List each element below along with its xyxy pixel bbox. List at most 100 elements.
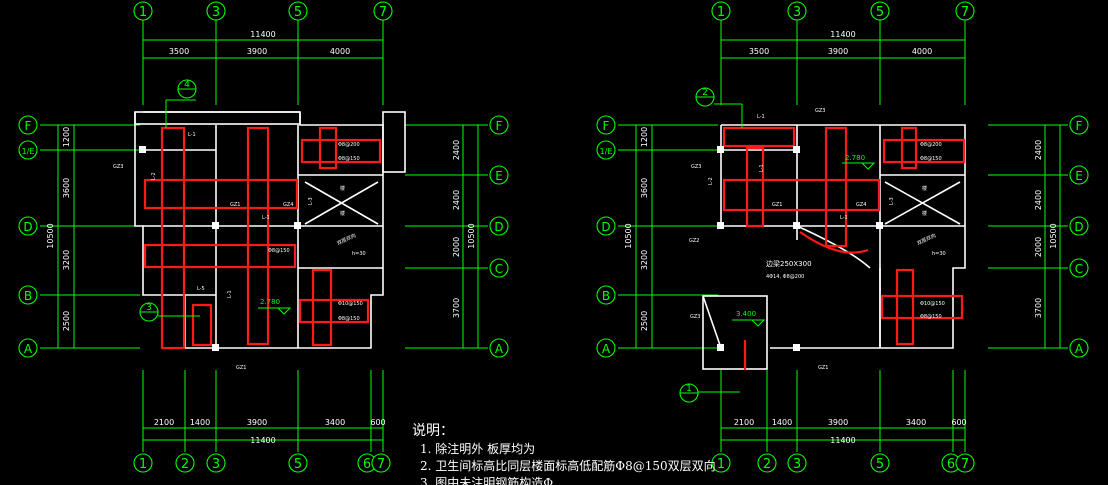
svg-text:1: 1 <box>717 5 725 20</box>
svg-text:1/E: 1/E <box>22 147 35 156</box>
svg-text:3900: 3900 <box>828 418 848 427</box>
svg-text:GZ1: GZ1 <box>230 202 240 208</box>
axis-bubbles-bottom-right: 1 2 3 5 6 7 <box>711 453 975 473</box>
axis-bubbles-left-right: F 1/E D B A <box>596 115 616 358</box>
section-mark-3: 3 <box>139 302 200 322</box>
svg-text:10500: 10500 <box>46 223 55 248</box>
svg-text:双层双向: 双层双向 <box>336 232 357 247</box>
columns-left <box>139 146 301 351</box>
svg-text:楼: 楼 <box>340 185 345 192</box>
svg-text:2.780: 2.780 <box>845 154 865 162</box>
svg-text:GZ3: GZ3 <box>113 164 123 170</box>
svg-text:3900: 3900 <box>247 418 267 427</box>
design-notes: 说明： 1. 除注明外 板厚均为 2. 卫生间标高比同层楼面标高低配筋Φ8@15… <box>412 423 716 485</box>
svg-text:3200: 3200 <box>62 250 71 270</box>
svg-text:2: 2 <box>702 88 708 98</box>
svg-text:6: 6 <box>947 457 955 472</box>
svg-text:5: 5 <box>876 5 884 20</box>
svg-text:C: C <box>1075 262 1083 276</box>
svg-text:E: E <box>1075 169 1083 183</box>
svg-text:Φ8@150: Φ8@150 <box>268 248 290 254</box>
svg-text:3: 3 <box>212 457 220 472</box>
axis-bubbles-top-left: 1 3 5 7 <box>133 1 393 21</box>
axis-bubbles-left-left: F 1/E D B A <box>18 115 38 358</box>
svg-text:楼: 楼 <box>340 210 345 217</box>
svg-text:L-1: L-1 <box>227 290 233 298</box>
notes-item-2: 2. 卫生间标高比同层楼面标高低配筋Φ8@150双层双向 <box>420 458 716 473</box>
svg-text:L-5: L-5 <box>197 286 205 292</box>
svg-text:3: 3 <box>793 457 801 472</box>
svg-text:L-2: L-2 <box>151 172 157 180</box>
svg-text:600: 600 <box>951 418 966 427</box>
svg-text:3400: 3400 <box>906 418 926 427</box>
edge-beam-label: 边梁250X300 <box>766 259 812 268</box>
svg-text:L-1: L-1 <box>840 215 848 221</box>
svg-text:A: A <box>495 342 504 356</box>
svg-text:7: 7 <box>961 5 969 20</box>
svg-text:1400: 1400 <box>190 418 210 427</box>
svg-text:L-1: L-1 <box>262 215 270 221</box>
svg-text:楼: 楼 <box>922 210 927 217</box>
svg-text:A: A <box>602 342 611 356</box>
svg-text:L-1: L-1 <box>188 132 196 138</box>
svg-text:GZ1: GZ1 <box>772 202 782 208</box>
svg-text:B: B <box>602 289 610 303</box>
svg-text:3700: 3700 <box>452 298 461 318</box>
grid-lines-left <box>40 20 488 452</box>
svg-text:1400: 1400 <box>772 418 792 427</box>
walls-left <box>134 111 406 349</box>
svg-text:Φ10@150: Φ10@150 <box>920 301 945 307</box>
svg-text:1: 1 <box>139 457 147 472</box>
svg-text:3500: 3500 <box>169 47 189 56</box>
svg-text:5: 5 <box>294 5 302 20</box>
dimensions-right: 11400 3500 3900 4000 2100 1400 3900 3400… <box>624 30 1058 445</box>
svg-text:GZ2: GZ2 <box>689 238 699 244</box>
svg-text:2.780: 2.780 <box>260 298 280 306</box>
svg-text:楼: 楼 <box>922 185 927 192</box>
svg-text:D: D <box>23 220 32 234</box>
svg-text:GZ3: GZ3 <box>691 164 701 170</box>
svg-text:7: 7 <box>379 5 387 20</box>
svg-text:4: 4 <box>184 80 190 90</box>
svg-text:1: 1 <box>139 5 147 20</box>
svg-text:11400: 11400 <box>250 436 275 445</box>
svg-text:3700: 3700 <box>1034 298 1043 318</box>
svg-text:10500: 10500 <box>467 223 476 248</box>
svg-text:GZ3: GZ3 <box>690 314 700 320</box>
svg-text:2400: 2400 <box>452 190 461 210</box>
svg-text:Φ10@150: Φ10@150 <box>338 301 363 307</box>
svg-text:GZ1: GZ1 <box>818 365 828 371</box>
svg-text:10500: 10500 <box>624 223 633 248</box>
svg-text:4000: 4000 <box>912 47 932 56</box>
section-mark-1: 1 <box>679 383 740 403</box>
svg-text:2400: 2400 <box>452 140 461 160</box>
svg-text:3900: 3900 <box>828 47 848 56</box>
svg-text:GZ4: GZ4 <box>856 202 866 208</box>
svg-text:3600: 3600 <box>640 178 649 198</box>
svg-text:3: 3 <box>146 303 152 313</box>
svg-text:5: 5 <box>294 457 302 472</box>
axis-bubbles-bottom-left: 1 2 3 5 6 7 <box>133 453 391 473</box>
svg-text:E: E <box>495 169 503 183</box>
svg-text:L-2: L-2 <box>708 177 714 185</box>
svg-text:1: 1 <box>686 384 692 394</box>
svg-text:2: 2 <box>181 457 189 472</box>
svg-text:C: C <box>495 262 503 276</box>
svg-text:Φ8@150: Φ8@150 <box>920 156 942 162</box>
axis-bubbles-right-right: F E D C A <box>1069 115 1089 358</box>
svg-text:1200: 1200 <box>640 127 649 147</box>
svg-text:GZ4: GZ4 <box>283 202 293 208</box>
columns-right <box>717 146 883 351</box>
svg-text:Φ8@150: Φ8@150 <box>338 156 360 162</box>
svg-text:h=30: h=30 <box>932 251 946 257</box>
level-mark-right-a: 2.780 <box>842 154 876 170</box>
svg-text:GZ1: GZ1 <box>236 365 246 371</box>
svg-text:L-3: L-3 <box>308 197 314 205</box>
svg-text:F: F <box>496 119 503 133</box>
svg-text:11400: 11400 <box>250 30 275 39</box>
svg-text:L-3: L-3 <box>889 197 895 205</box>
svg-text:3400: 3400 <box>325 418 345 427</box>
svg-text:7: 7 <box>961 457 969 472</box>
svg-text:11400: 11400 <box>830 436 855 445</box>
